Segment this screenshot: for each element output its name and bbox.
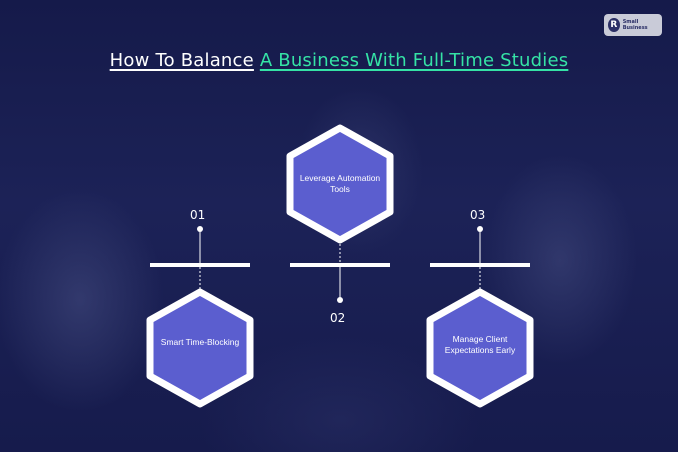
step-2-bar: [290, 263, 390, 267]
step-2-hexagon: [286, 124, 394, 244]
step-1-bar: [150, 263, 250, 267]
step-3-dot: [477, 226, 483, 232]
step-1-number: 01: [190, 208, 206, 222]
step-3-bar: [430, 263, 530, 267]
step-1-label: Smart Time-Blocking: [160, 337, 240, 347]
step-3-label: Manage Client Expectations Early: [444, 334, 516, 355]
step-1-hexagon: [146, 288, 254, 408]
title-part-1: How To Balance: [109, 50, 254, 71]
step-3-hexagon: [426, 288, 534, 408]
step-3-number: 03: [470, 208, 486, 222]
page-title: How To Balance A Business With Full-Time…: [0, 50, 678, 71]
title-part-2: A Business With Full-Time Studies: [259, 50, 569, 71]
logo-text: Small Business: [622, 19, 648, 31]
step-2-number: 02: [330, 311, 346, 325]
logo-mark: R: [608, 18, 620, 32]
brand-logo: R Small Business: [604, 14, 662, 36]
step-2-label: Leverage Automation Tools: [299, 173, 381, 194]
step-1-dot: [197, 226, 203, 232]
step-2-dot: [337, 297, 343, 303]
